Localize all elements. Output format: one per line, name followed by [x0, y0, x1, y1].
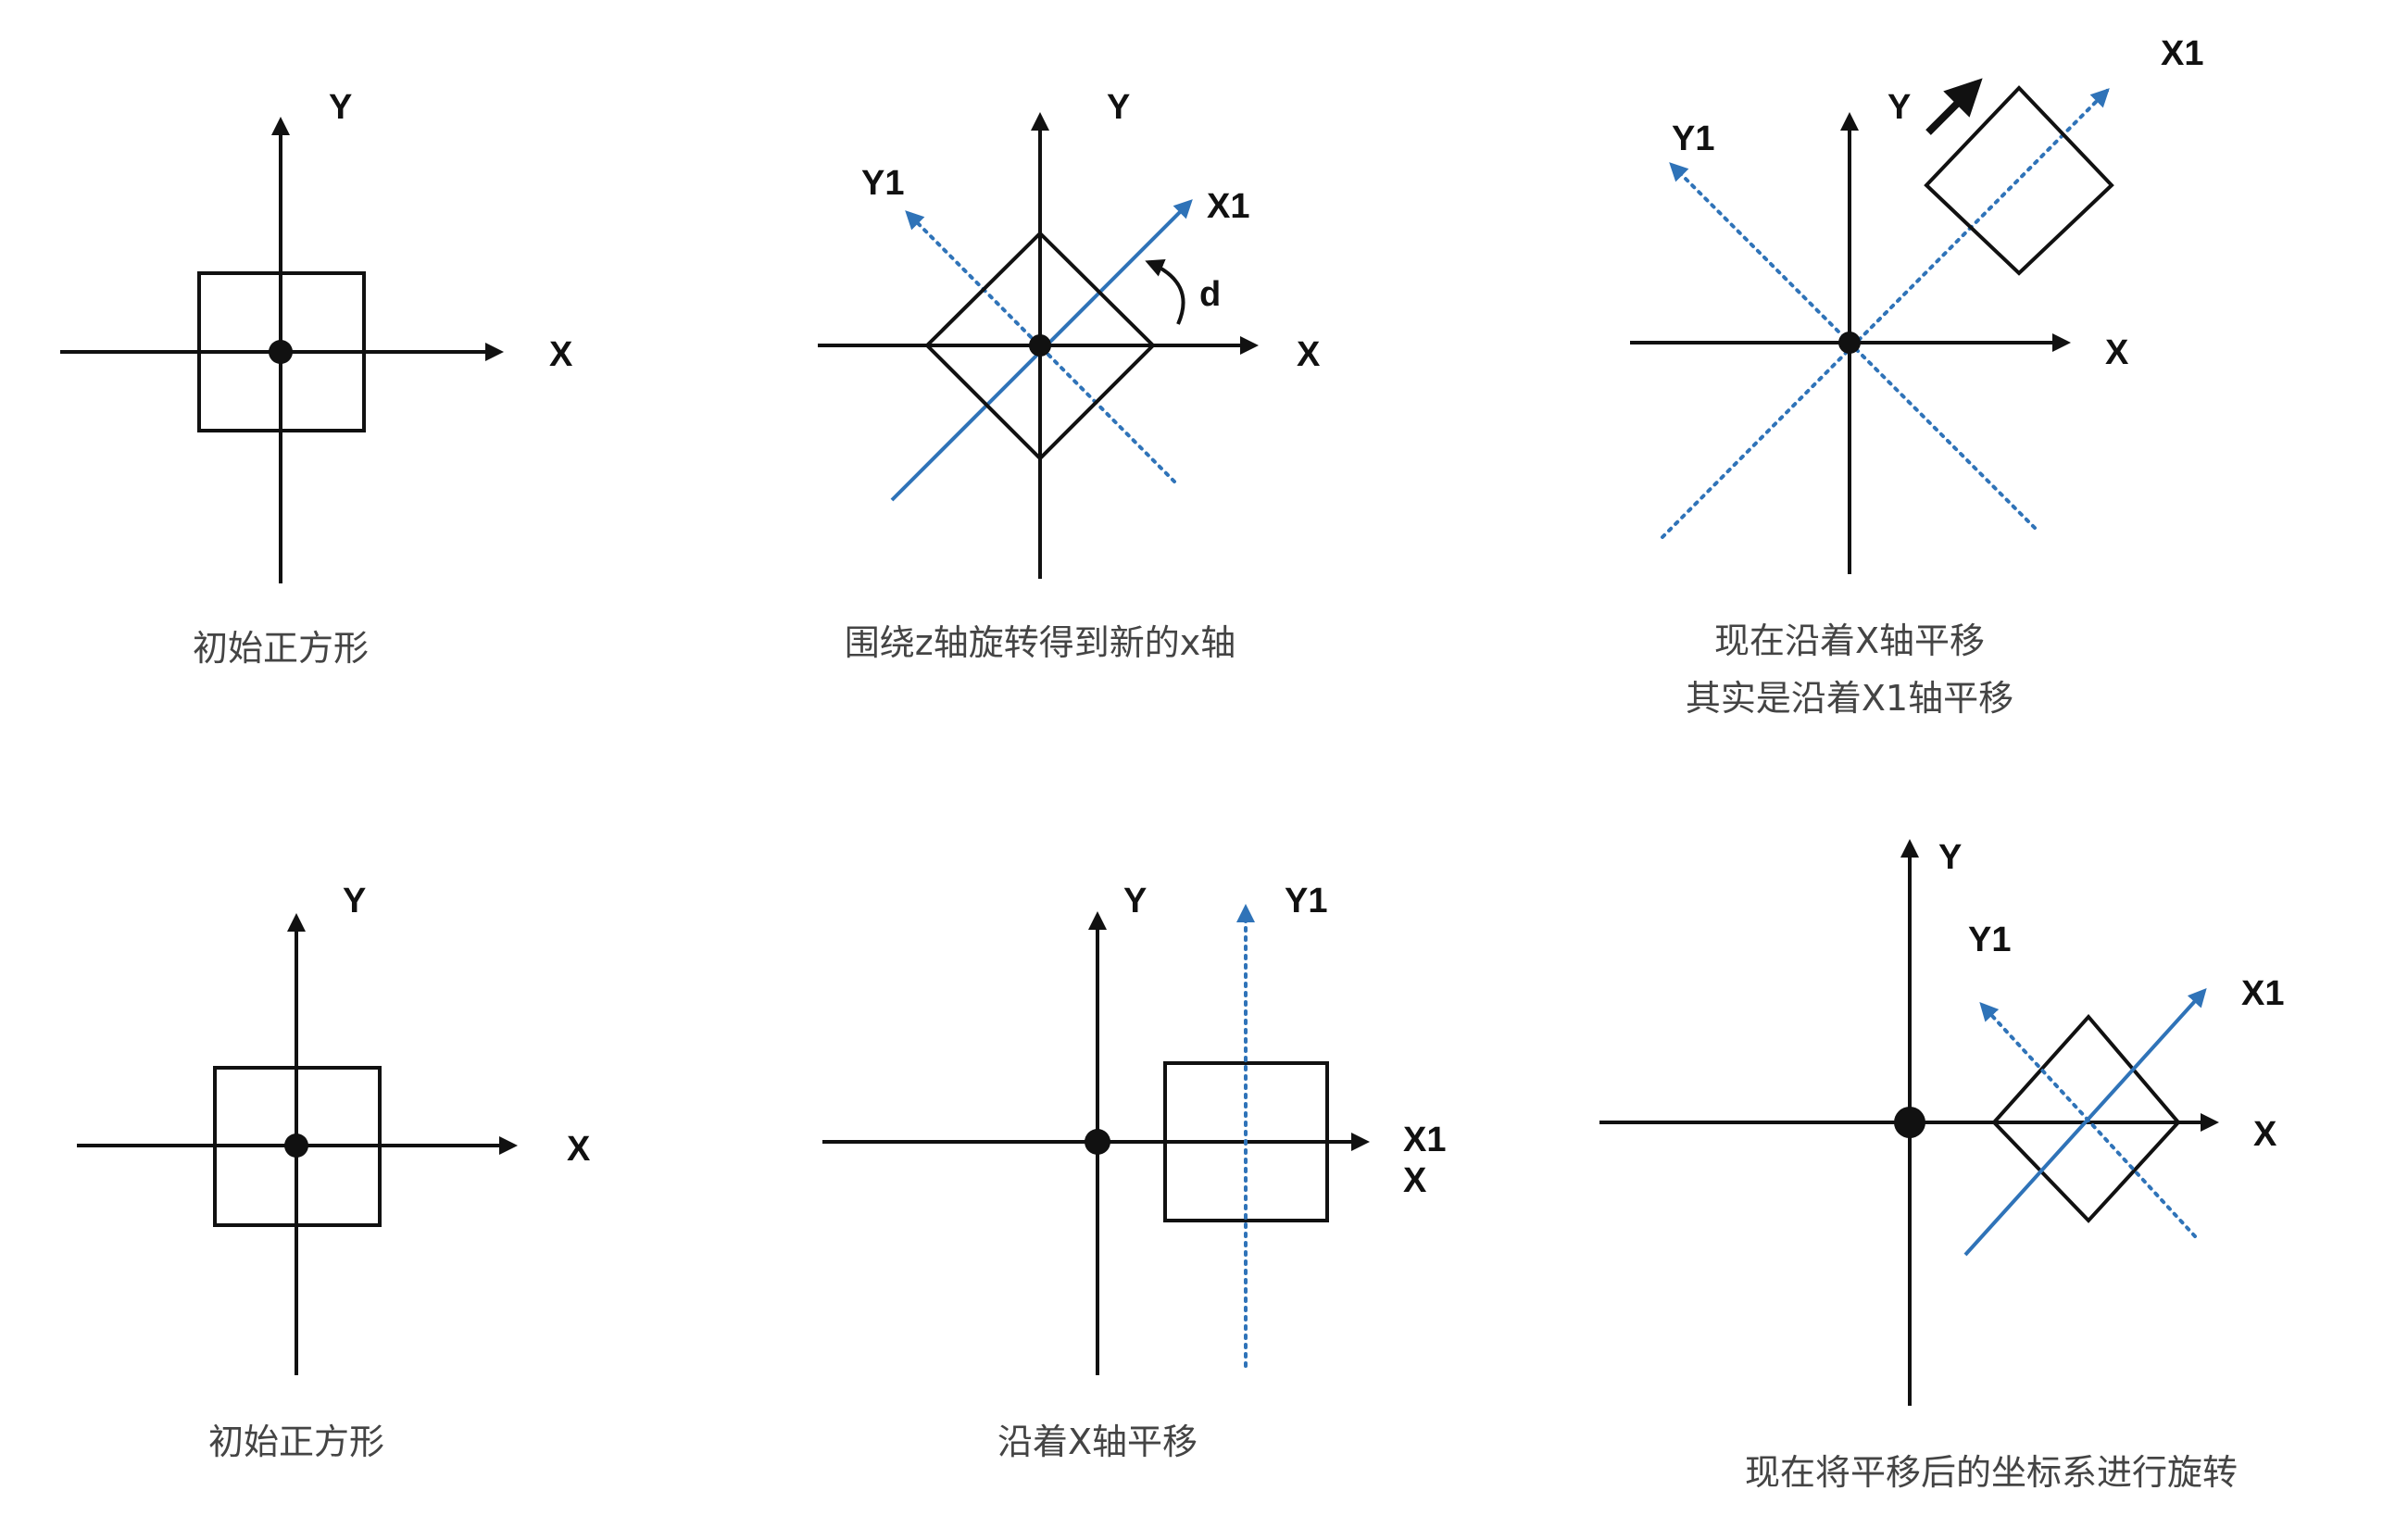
origin-point [284, 1133, 308, 1158]
x-axis-label: X [2253, 1115, 2277, 1154]
y-axis-label: Y [1888, 88, 1911, 127]
origin-point [1838, 332, 1861, 354]
caption-line-1: 现在沿着X轴平移 [1714, 620, 1985, 661]
panel-1: Y X 初始正方形 [60, 88, 573, 669]
y-axis-label: Y [1938, 838, 1962, 877]
x-axis-label: X [1297, 335, 1321, 374]
x-axis-label: X [1403, 1161, 1427, 1200]
x1-axis-label: X1 [2161, 34, 2203, 73]
panel-6: Y X Y1 X1 现在将平移后的坐标系进行旋转 [1599, 838, 2284, 1493]
rotation-arc-arrow [1145, 259, 1185, 325]
caption: 初始正方形 [193, 628, 369, 669]
y-axis-label: Y [1107, 88, 1130, 127]
rotation-angle-label: d [1199, 275, 1221, 314]
x1-axis-label: X1 [1403, 1121, 1446, 1159]
origin-point [269, 340, 293, 364]
translation-arrow [1925, 78, 1983, 135]
x1-axis [1661, 88, 2110, 539]
x1-axis-label: X1 [1207, 187, 1249, 226]
y-axis-label: Y [1123, 882, 1147, 921]
rotated-square [1991, 1013, 2181, 1223]
panel-3: Y X Y1 X1 现在沿着X轴平移 其实是沿着X1轴平移 [1630, 34, 2203, 719]
square [213, 1066, 382, 1227]
y-axis-label: Y [343, 882, 366, 921]
x-axis-label: X [2105, 333, 2129, 372]
x1-axis [1963, 988, 2207, 1257]
panel-5: Y Y1 X1 X 沿着X轴平移 [822, 882, 1446, 1462]
x-axis-label: X [549, 335, 573, 374]
origin-point [1085, 1129, 1110, 1155]
x1-axis-label: X1 [2241, 974, 2284, 1013]
y-axis-label: Y [329, 88, 352, 127]
caption: 沿着X轴平移 [997, 1422, 1198, 1462]
caption-line-2: 其实是沿着X1轴平移 [1686, 678, 2013, 719]
y1-axis-label: Y1 [1672, 119, 1714, 158]
translated-square [1924, 85, 2114, 276]
caption: 围绕z轴旋转得到新的x轴 [845, 622, 1235, 663]
origin-point [1894, 1107, 1925, 1138]
caption: 现在将平移后的坐标系进行旋转 [1745, 1452, 2238, 1493]
translated-square [1163, 1061, 1329, 1222]
y1-axis-label: Y1 [1285, 882, 1327, 921]
y1-axis [1669, 162, 2037, 530]
square [197, 271, 366, 432]
y1-axis-label: Y1 [861, 164, 904, 203]
rotated-square [924, 231, 1156, 461]
panel-2: Y X Y1 X1 d 围绕z轴旋转得到新的x轴 [818, 88, 1321, 663]
x-axis-label: X [567, 1130, 591, 1169]
panel-4: Y X 初始正方形 [77, 882, 591, 1462]
caption: 初始正方形 [208, 1422, 384, 1462]
y1-axis-label: Y1 [1968, 921, 2011, 959]
origin-point [1029, 334, 1051, 357]
